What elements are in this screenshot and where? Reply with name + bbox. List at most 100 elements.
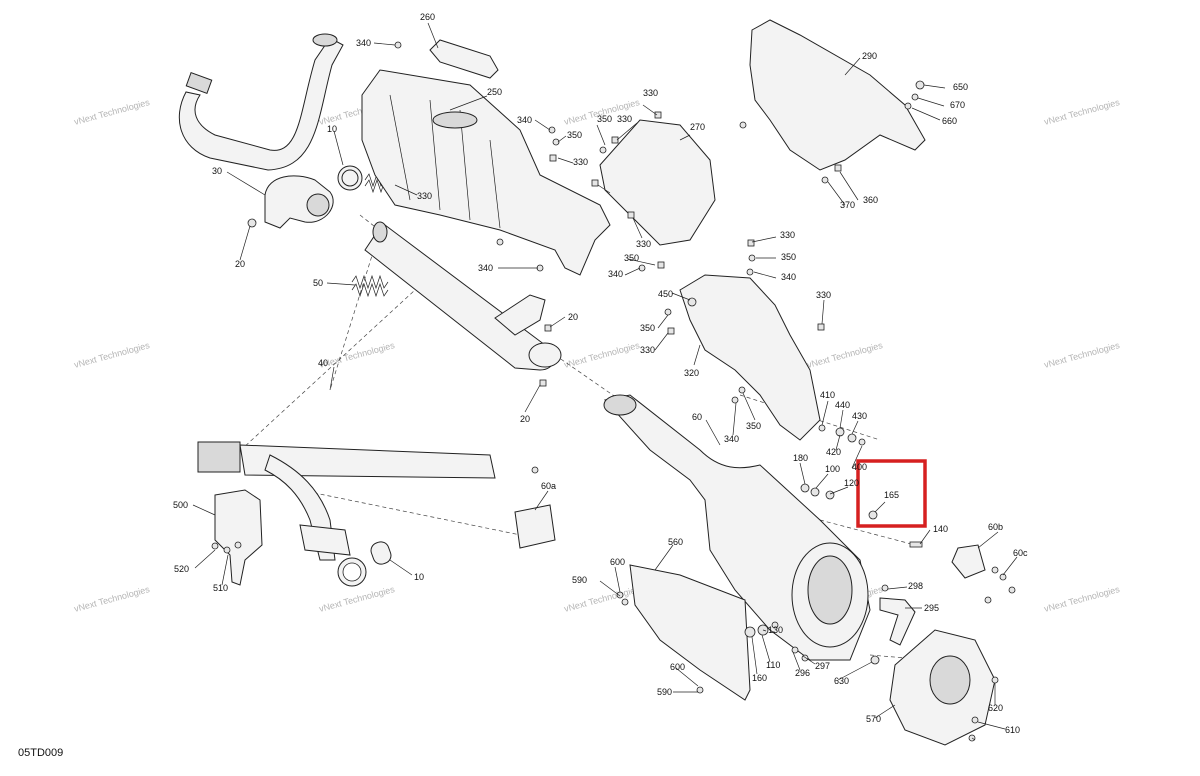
label-330: 330	[643, 88, 658, 98]
label-60b: 60b	[988, 522, 1003, 532]
label-350: 350	[597, 114, 612, 124]
label-330: 330	[617, 114, 632, 124]
watermark: vNext Technologies	[318, 584, 396, 614]
label-650: 650	[953, 82, 968, 92]
label-50: 50	[313, 278, 323, 288]
label-510: 510	[213, 583, 228, 593]
watermark: vNext Technologies	[806, 340, 884, 370]
watermark: vNext Technologies	[1043, 97, 1121, 127]
label-410: 410	[820, 390, 835, 400]
label-360: 360	[863, 195, 878, 205]
label-400: 400	[852, 462, 867, 472]
label-630: 630	[834, 676, 849, 686]
label-330: 330	[636, 239, 651, 249]
label-340: 340	[478, 263, 493, 273]
gasket-ring-inner	[341, 169, 359, 187]
watermark: vNext Technologies	[318, 340, 396, 370]
label-330: 330	[573, 157, 588, 167]
label-340: 340	[724, 434, 739, 444]
label-270: 270	[690, 122, 705, 132]
label-590: 590	[572, 575, 587, 585]
label-296: 296	[795, 668, 810, 678]
label-120: 120	[844, 478, 859, 488]
label-610: 610	[1005, 725, 1020, 735]
cover-570	[889, 629, 996, 746]
label-290: 290	[862, 51, 877, 61]
part-labels: 260 340 250 30 10 330 20 50 340 340 350 …	[173, 12, 1028, 735]
highlight-box	[856, 459, 927, 528]
label-100: 100	[825, 464, 840, 474]
cover-560	[629, 564, 751, 701]
leader-lines	[192, 22, 1018, 741]
label-620: 620	[988, 703, 1003, 713]
watermark: vNext Technologies	[563, 584, 641, 614]
heat-shield-250	[361, 69, 611, 276]
label-260: 260	[420, 12, 435, 22]
heat-shield-290	[749, 19, 926, 171]
label-295: 295	[924, 603, 939, 613]
watermark: vNext Technologies	[73, 340, 151, 370]
label-60a: 60a	[541, 481, 556, 491]
y-connector	[247, 175, 334, 229]
label-40: 40	[318, 358, 328, 368]
bracket-500	[214, 489, 263, 586]
head-pipe	[178, 33, 344, 171]
label-570: 570	[866, 714, 881, 724]
label-330: 330	[816, 290, 831, 300]
label-160: 160	[752, 673, 767, 683]
label-165: 165	[884, 490, 899, 500]
label-340: 340	[356, 38, 371, 48]
watermark: vNext Technologies	[1043, 584, 1121, 614]
watermark: vNext Technologies	[563, 340, 641, 370]
label-590: 590	[657, 687, 672, 697]
watermark: vNext Technologies	[73, 97, 151, 127]
label-430: 430	[852, 411, 867, 421]
label-30: 30	[212, 166, 222, 176]
heat-shield-320	[679, 274, 821, 441]
label-297: 297	[815, 661, 830, 671]
label-450: 450	[658, 289, 673, 299]
label-350: 350	[781, 252, 796, 262]
label-298: 298	[908, 581, 923, 591]
label-660: 660	[942, 116, 957, 126]
label-110: 110	[766, 660, 780, 670]
label-330: 330	[417, 191, 432, 201]
label-330: 330	[640, 345, 655, 355]
label-20: 20	[520, 414, 530, 424]
label-20: 20	[235, 259, 245, 269]
watermark: vNext Technologies	[73, 584, 151, 614]
pipe-assembly-40	[197, 441, 496, 561]
label-560: 560	[668, 537, 683, 547]
label-10: 10	[414, 572, 424, 582]
label-130: 130	[768, 625, 783, 635]
label-670: 670	[950, 100, 965, 110]
fasteners	[211, 41, 1016, 742]
label-20: 20	[568, 312, 578, 322]
label-350: 350	[746, 421, 761, 431]
label-520: 520	[174, 564, 189, 574]
bracket-295	[879, 597, 916, 646]
clamp-lower-inner	[342, 562, 362, 582]
label-420: 420	[826, 447, 841, 457]
gasket-lower	[370, 541, 392, 565]
label-60c: 60c	[1013, 548, 1028, 558]
label-340: 340	[781, 272, 796, 282]
label-350: 350	[567, 130, 582, 140]
sleeve-60a	[514, 504, 556, 549]
flange-60b	[951, 544, 986, 579]
label-10: 10	[327, 124, 337, 134]
muffler-60	[603, 394, 871, 661]
label-500: 500	[173, 500, 188, 510]
label-370: 370	[840, 200, 855, 210]
label-60: 60	[692, 412, 702, 422]
label-320: 320	[684, 368, 699, 378]
label-440: 440	[835, 400, 850, 410]
label-600: 600	[610, 557, 625, 567]
label-330: 330	[780, 230, 795, 240]
label-180: 180	[793, 453, 808, 463]
label-340: 340	[517, 115, 532, 125]
label-250: 250	[487, 87, 502, 97]
label-600: 600	[670, 662, 685, 672]
label-340: 340	[608, 269, 623, 279]
